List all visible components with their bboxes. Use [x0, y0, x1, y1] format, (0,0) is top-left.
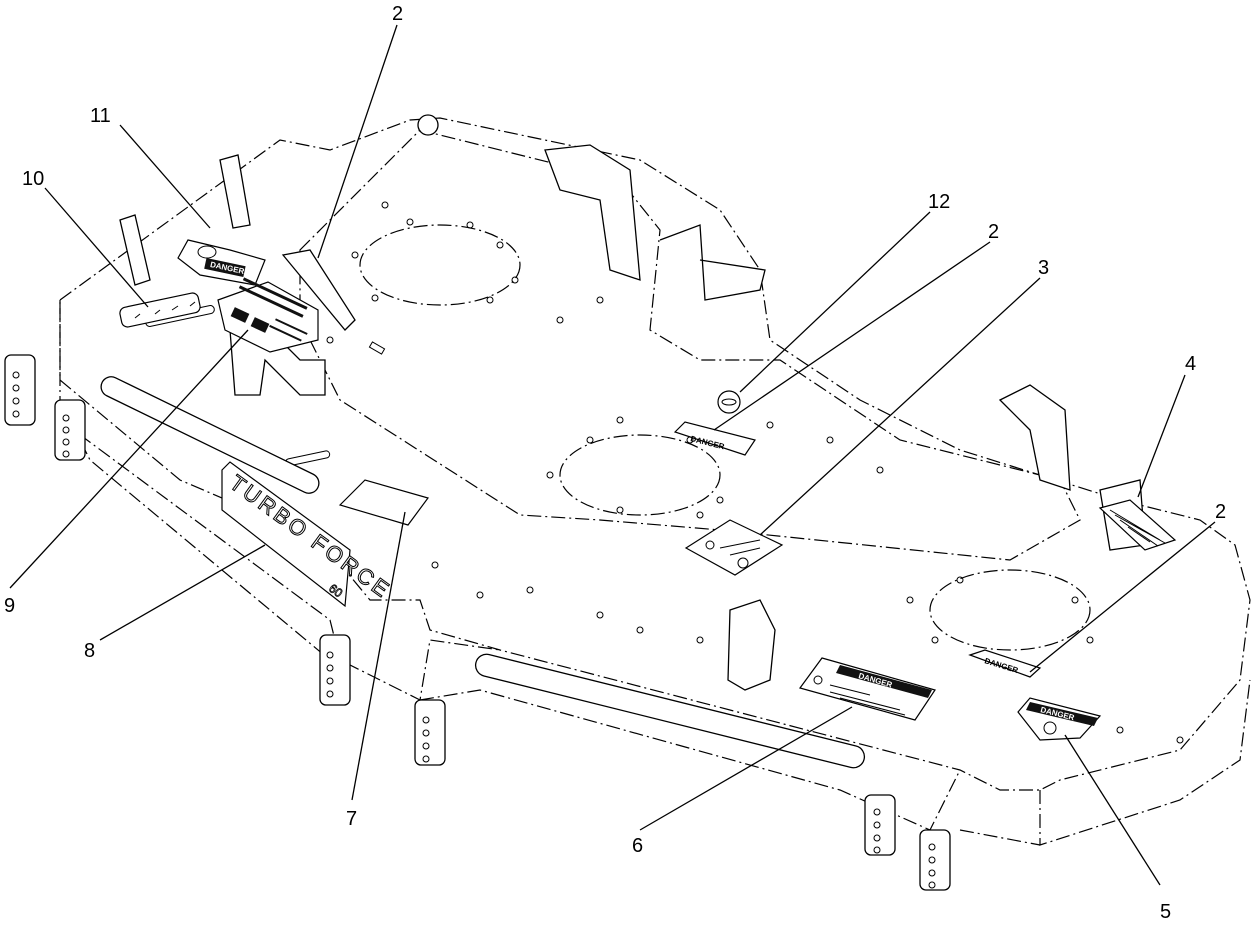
- rear-upright-right: [219, 154, 251, 229]
- deck-right-skirt-inner: [959, 829, 1041, 846]
- callout-number: 8: [84, 640, 95, 662]
- blade-spindle-right: [929, 569, 1091, 651]
- roller-bracket-front-left: [414, 699, 446, 766]
- callout-number: 12: [928, 191, 950, 213]
- rear-bracket-center: [659, 224, 766, 301]
- deck-front-bumper: [419, 689, 961, 831]
- rear-bracket-right: [998, 384, 1071, 491]
- deck-right-skirt: [1039, 679, 1251, 846]
- decal-11-danger: DANGER: [177, 239, 266, 286]
- callout-number: 11: [90, 105, 111, 127]
- callout-number: 10: [22, 168, 44, 190]
- callout-number: 2: [1215, 501, 1226, 523]
- decal-4-warning: [1098, 499, 1177, 551]
- callout-number: 6: [632, 835, 643, 857]
- decal-10-height-indicator: [119, 292, 201, 328]
- callout-number: 7: [346, 808, 357, 830]
- decal-2-danger-right: DANGER: [968, 649, 1042, 678]
- mower-deck: [4, 114, 1251, 891]
- front-lip-bracket: [727, 599, 776, 691]
- deck-top-outline: [59, 117, 1251, 791]
- roller-bracket-left-front: [54, 399, 86, 461]
- decal-7-blank: [338, 479, 429, 526]
- roller-bracket-right: [919, 829, 951, 891]
- roller-bracket-left-rear: [4, 354, 36, 426]
- roller-bracket-front-right: [864, 794, 896, 856]
- decal-3-height-of-cut: [684, 519, 784, 576]
- deck-front-skirt-lower: [69, 419, 331, 661]
- callout-number: 5: [1160, 901, 1171, 923]
- rear-upright-left: [119, 214, 151, 286]
- callout-number: 9: [4, 595, 15, 617]
- callout-number: 3: [1038, 257, 1049, 279]
- chute-mount: [281, 249, 356, 331]
- callout-number: 2: [392, 3, 403, 25]
- front-roller-tube: [474, 653, 866, 769]
- side-roller-tube: [100, 376, 320, 494]
- rear-fitting: [417, 114, 439, 136]
- decal-6-danger: DANGER: [799, 657, 936, 721]
- roller-bracket-mid: [319, 634, 351, 706]
- decal-12-round: [717, 390, 741, 414]
- leader-lines: [9, 24, 1216, 886]
- rear-bracket-left: [544, 144, 641, 281]
- blade-spindle-center: [559, 434, 721, 516]
- callout-number: 4: [1185, 353, 1196, 375]
- decal-5-danger-shield: DANGER: [1017, 697, 1102, 741]
- callout-numbers: 2 11 10 12 2 3 4 2 9 8 7 6 5: [4, 3, 1226, 923]
- blade-spindle-left: [359, 224, 521, 306]
- callout-number: 2: [988, 221, 999, 243]
